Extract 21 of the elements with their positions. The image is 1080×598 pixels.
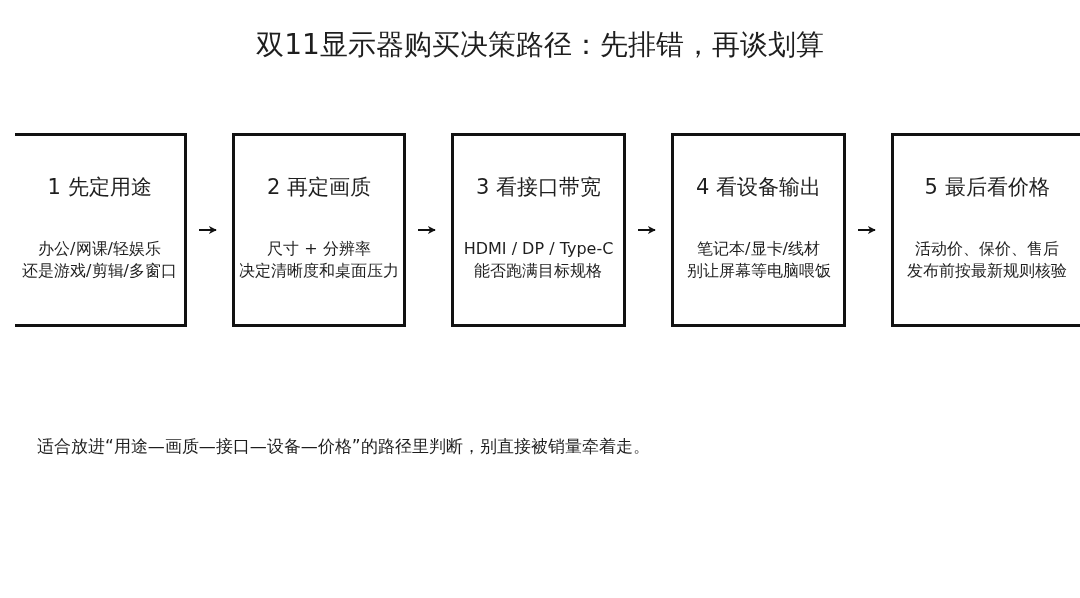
box-text: HDMI / DP / Type-C能否跑满目标规格: [463, 238, 614, 282]
box-text: 笔记本/显卡/线材别让屏幕等电脑喂饭: [686, 238, 831, 282]
process-box: [451, 133, 626, 327]
process-box: [15, 133, 187, 327]
box-heading: 5 最后看价格: [924, 174, 1050, 200]
box-text: 活动价、保价、售后发布前按最新规则核验: [907, 238, 1067, 282]
process-box: [891, 133, 1080, 327]
box-text: 办公/网课/轻娱乐还是游戏/剪辑/多窗口: [22, 238, 177, 282]
arrow: [637, 226, 656, 234]
process-box: [232, 133, 406, 327]
title-text: 双11显示器购买决策路径：先排错，再谈划算: [256, 27, 824, 63]
box-text: 尺寸 + 分辨率决定清晰度和桌面压力: [239, 238, 399, 282]
box-heading: 2 再定画质: [267, 174, 371, 200]
box-heading: 4 看设备输出: [696, 174, 821, 200]
note-text: 适合放进“用途—画质—接口—设备—价格”的路径里判断，别直接被销量牵着走。: [37, 435, 650, 458]
arrow: [198, 226, 217, 234]
arrow: [857, 226, 876, 234]
arrow: [417, 226, 436, 234]
box-heading: 1 先定用途: [47, 174, 152, 200]
box-heading: 3 看接口带宽: [476, 174, 601, 200]
process-box: [671, 133, 846, 327]
